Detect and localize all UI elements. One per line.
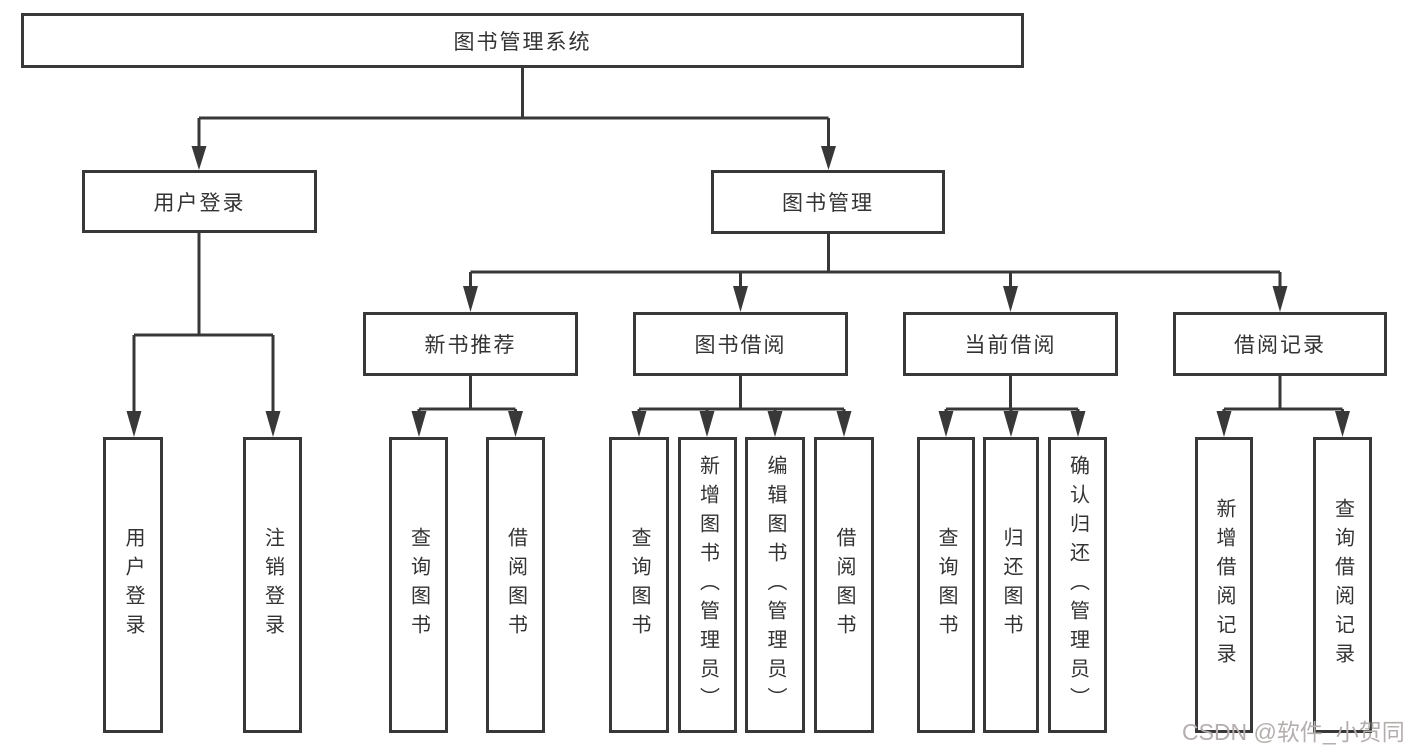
leaf-label: 编辑图书（管理员）	[764, 454, 786, 716]
leaf-add-books-admin: 新增图书（管理员）	[678, 437, 737, 733]
leaf-label: 查询图书	[407, 527, 430, 643]
node-label: 图书管理系统	[453, 30, 592, 54]
leaf-query-books-recommend: 查询图书	[389, 437, 448, 733]
csdn-watermark: CSDN @软件_小贺同学	[1182, 719, 1405, 745]
leaf-query-books-borrowing: 查询图书	[609, 437, 669, 733]
leaf-label: 新增图书（管理员）	[696, 454, 719, 716]
leaf-borrow-books: 借阅图书	[814, 437, 874, 733]
leaf-label: 归还图书	[1000, 527, 1022, 643]
leaf-query-books-current: 查询图书	[917, 437, 975, 733]
leaf-query-borrow-record: 查询借阅记录	[1313, 437, 1372, 733]
leaf-label: 查询借阅记录	[1331, 498, 1354, 672]
node-label: 图书借阅	[694, 334, 787, 357]
leaf-logout: 注销登录	[243, 437, 302, 733]
leaf-label: 用户登录	[122, 527, 144, 643]
leaf-label: 注销登录	[261, 527, 284, 643]
node-book-management: 图书管理	[711, 170, 945, 234]
node-label: 图书管理	[782, 192, 874, 215]
leaf-return-books: 归还图书	[983, 437, 1039, 733]
leaf-edit-books-admin: 编辑图书（管理员）	[745, 437, 805, 733]
leaf-label: 新增借阅记录	[1213, 498, 1235, 672]
node-library-management-system: 图书管理系统	[21, 13, 1024, 68]
leaf-label: 借阅图书	[504, 527, 527, 643]
node-book-borrowing: 图书借阅	[633, 312, 848, 376]
node-label: 新书推荐	[424, 334, 517, 357]
node-label: 用户登录	[153, 191, 246, 215]
leaf-label: 借阅图书	[833, 527, 855, 643]
node-user-login: 用户登录	[82, 170, 317, 233]
node-new-book-recommend: 新书推荐	[363, 312, 578, 376]
leaf-label: 查询图书	[935, 527, 957, 643]
leaf-label: 确认归还（管理员）	[1066, 454, 1089, 716]
node-current-borrowing: 当前借阅	[903, 312, 1118, 376]
leaf-label: 查询图书	[628, 527, 650, 643]
leaf-confirm-return-admin: 确认归还（管理员）	[1048, 437, 1107, 733]
node-label: 当前借阅	[964, 334, 1057, 357]
node-borrowing-records: 借阅记录	[1173, 312, 1387, 376]
leaf-user-login: 用户登录	[103, 437, 163, 733]
node-label: 借阅记录	[1234, 334, 1326, 357]
leaf-borrow-books-recommend: 借阅图书	[486, 437, 545, 733]
leaf-add-borrow-record: 新增借阅记录	[1195, 437, 1253, 733]
